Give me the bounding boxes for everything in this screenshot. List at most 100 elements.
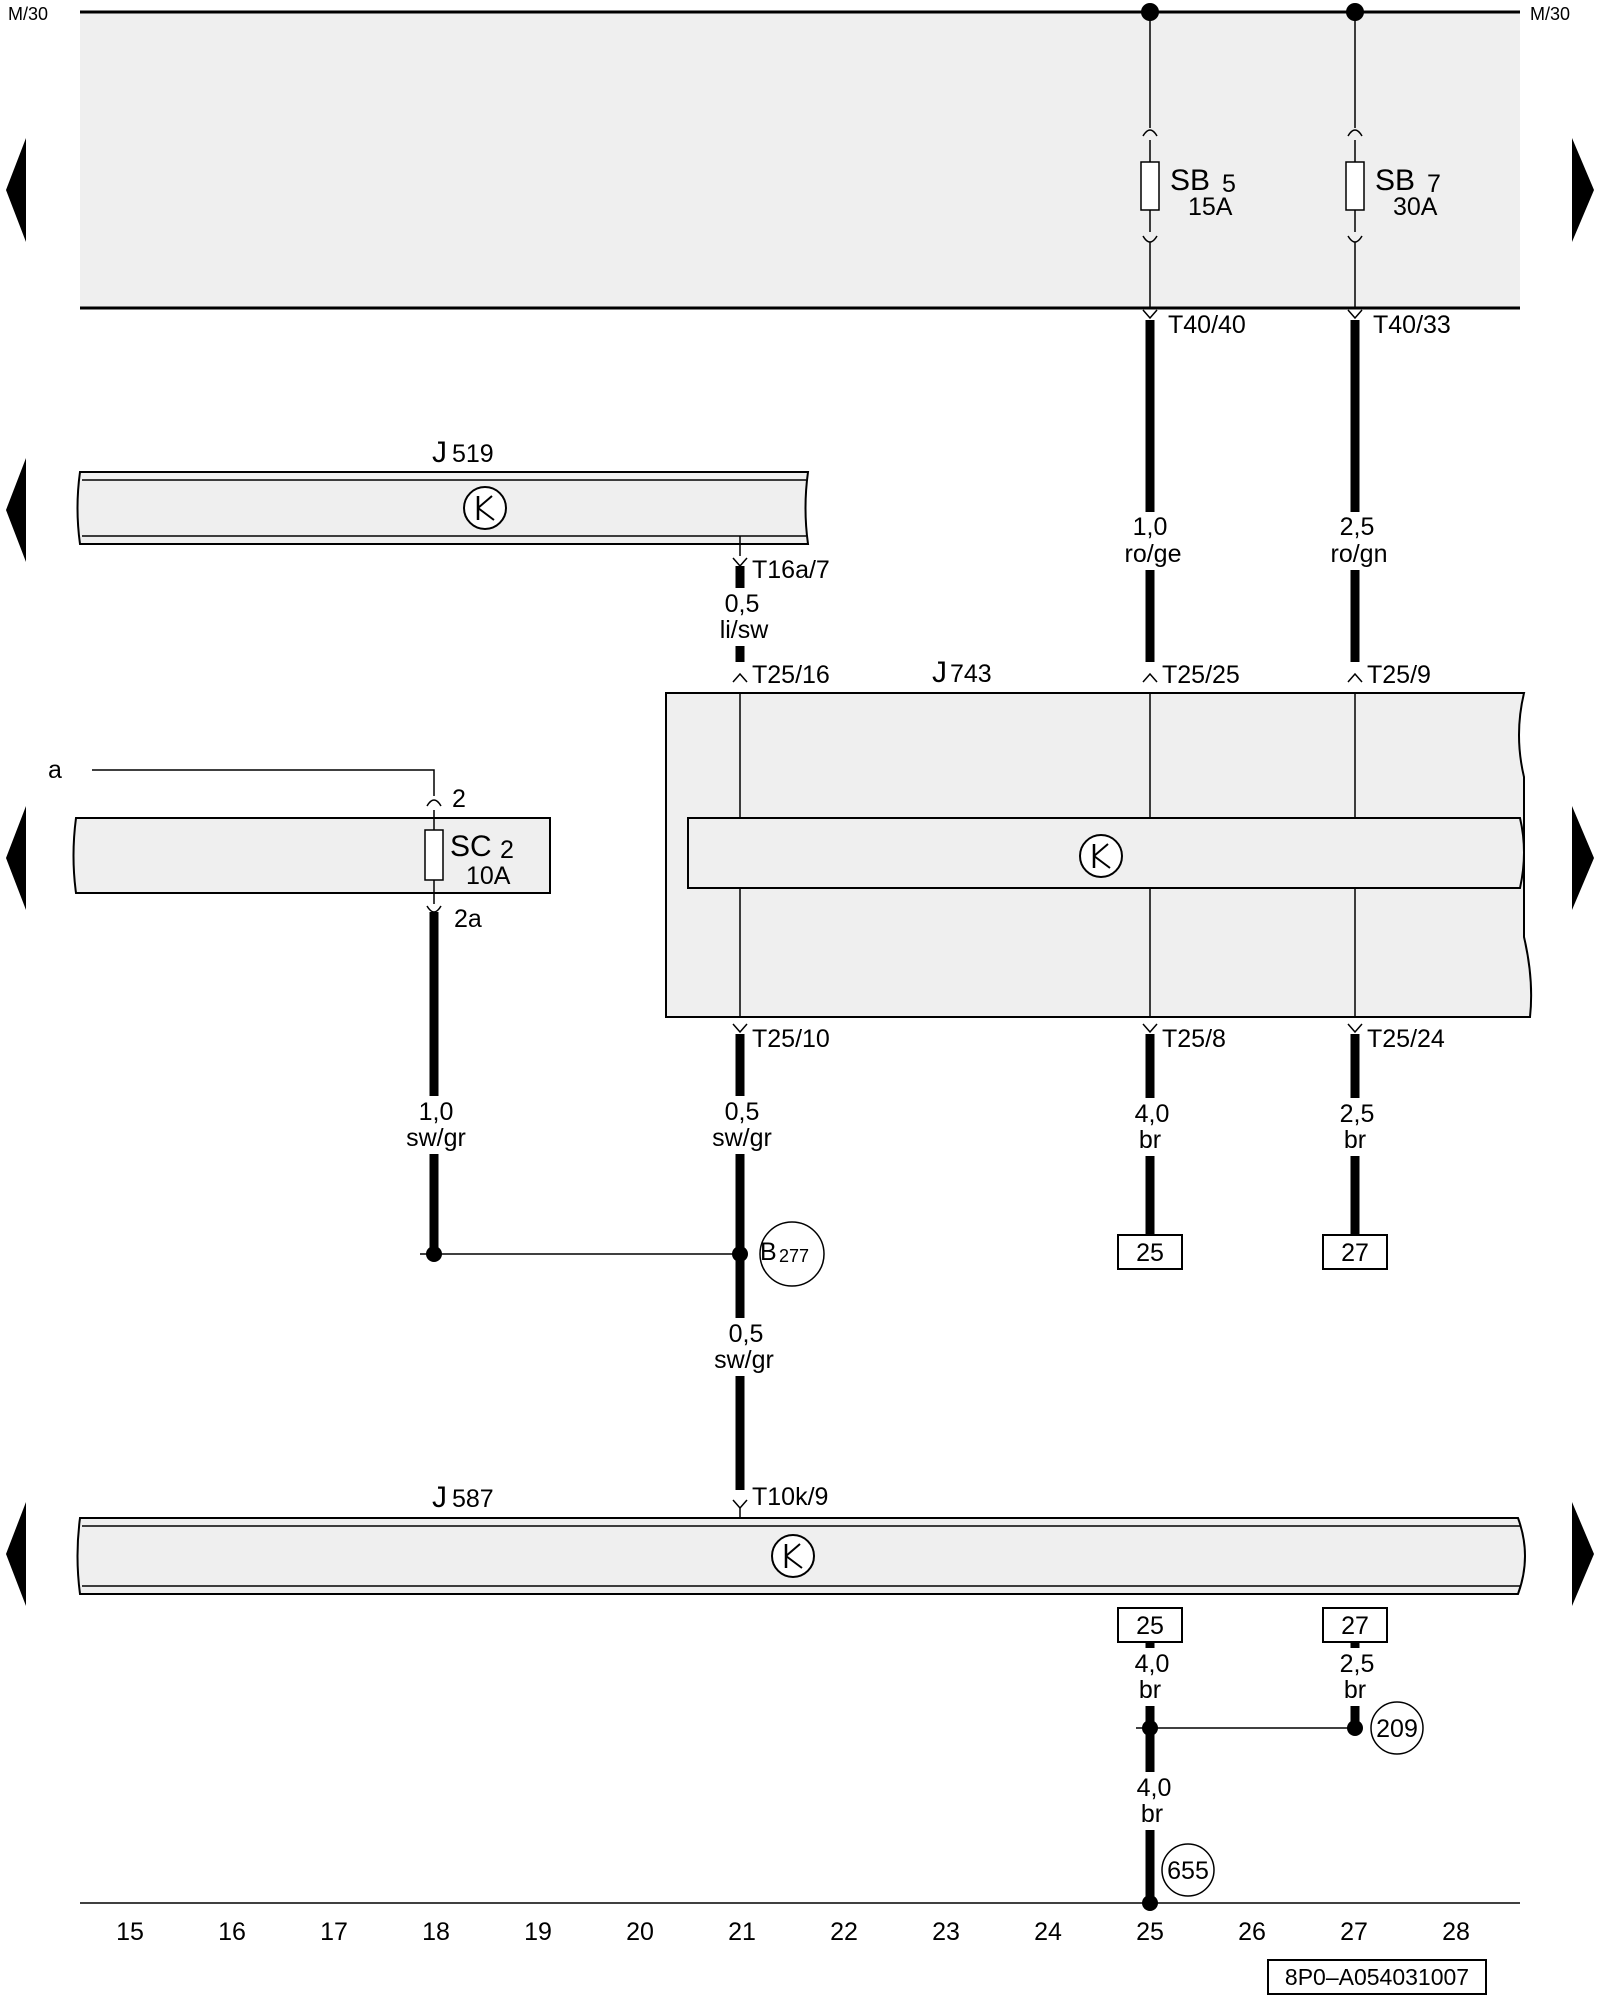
- connector-t25-8: T25/8: [1162, 1025, 1226, 1053]
- fuse-sb7-body: [1345, 161, 1365, 211]
- connector-arrow-t25-16: [732, 672, 748, 683]
- connector-arrow-t40-40: [1142, 309, 1158, 320]
- connector-arrow-t10k-9: [732, 1499, 748, 1510]
- splice-209-circle: [1370, 1701, 1424, 1755]
- wire-br-27-ground-size: 2,5: [1340, 1650, 1375, 1678]
- splice-209-number: 209: [1376, 1715, 1418, 1743]
- track-number: 18: [422, 1918, 450, 1946]
- wire-sw-gr-j587-color: sw/gr: [714, 1346, 774, 1374]
- component-j519-number: 519: [452, 440, 494, 468]
- track-number: 22: [830, 1918, 858, 1946]
- wire-br-main-ground-color: br: [1141, 1800, 1163, 1828]
- connector-arrow-t25-24: [1347, 1023, 1363, 1034]
- nav-right-arrow[interactable]: [1572, 806, 1594, 910]
- fuse-sc2-rating: 10A: [466, 862, 511, 890]
- connector-t40-33: T40/33: [1373, 311, 1451, 339]
- track-number: 17: [320, 1918, 348, 1946]
- reference-25-bottom: 25: [1136, 1612, 1164, 1640]
- fuse-sb7-name: SB: [1375, 164, 1415, 197]
- connector-t16a-7: T16a/7: [752, 556, 830, 584]
- wire-li-sw-color: li/sw: [720, 616, 770, 644]
- track-number: 21: [728, 1918, 756, 1946]
- wire-a: [92, 769, 435, 796]
- nav-right-arrow[interactable]: [1572, 138, 1594, 242]
- fuse-sc2-number: 2: [500, 836, 514, 864]
- wire-ro-ge-size: 1,0: [1133, 513, 1168, 541]
- wire-sw-gr-j587-size: 0,5: [729, 1320, 764, 1348]
- wire-br-25-ground-size: 4,0: [1135, 1650, 1170, 1678]
- connector-t25-24: T25/24: [1367, 1025, 1445, 1053]
- track-number: 23: [932, 1918, 960, 1946]
- track-number: 28: [1442, 1918, 1470, 1946]
- wire-br-27-color: br: [1344, 1126, 1366, 1154]
- nav-left-arrow[interactable]: [6, 138, 26, 242]
- connector-arrow-t25-10: [732, 1023, 748, 1034]
- ground-point-655-circle: [1161, 1843, 1215, 1897]
- track-number: 24: [1034, 1918, 1062, 1946]
- fuse-panel: [80, 12, 1520, 308]
- reference-27-bottom: 27: [1341, 1612, 1369, 1640]
- wire-sw-gr-j743-size: 0,5: [725, 1098, 760, 1126]
- fuse-sb5-rating: 15A: [1188, 193, 1233, 221]
- connector-t25-9: T25/9: [1367, 661, 1431, 689]
- wire-br-25-size: 4,0: [1135, 1100, 1170, 1128]
- wire-ro-gn-size: 2,5: [1340, 513, 1375, 541]
- connector-t25-10: T25/10: [752, 1025, 830, 1053]
- wire-sw-gr-j743-color: sw/gr: [712, 1124, 772, 1152]
- nav-left-arrow[interactable]: [6, 458, 26, 562]
- fuse-sb5: SB 5 15A: [1140, 12, 1236, 308]
- diagram-code-box: [1267, 1959, 1487, 1995]
- node-sc2: [426, 1246, 442, 1262]
- nav-left-arrow[interactable]: [6, 806, 26, 910]
- nav-right-arrow[interactable]: [1572, 1502, 1594, 1606]
- node-209: [1347, 1720, 1363, 1736]
- wire-br-25-ground-color: br: [1139, 1676, 1161, 1704]
- connector-t25-16: T25/16: [752, 661, 830, 689]
- connector-arrow-t25-8: [1142, 1023, 1158, 1034]
- reference-25-top: 25: [1136, 1239, 1164, 1267]
- rail-left-label: M/30: [8, 4, 48, 24]
- control-unit-icon: [463, 486, 507, 530]
- label-a: a: [48, 756, 62, 784]
- node-b277: [732, 1246, 748, 1262]
- reference-27-top: 27: [1341, 1239, 1369, 1267]
- ground-point-655-number: 655: [1167, 1857, 1209, 1885]
- track-number: 26: [1238, 1918, 1266, 1946]
- diagram-code: 8P0–A054031007: [1285, 1964, 1469, 1990]
- splice-b277-circle: [759, 1221, 825, 1287]
- component-j587-number: 587: [452, 1485, 494, 1513]
- connector-arrow-t16a-7: [732, 557, 748, 568]
- wire-br-main-ground-size: 4,0: [1137, 1774, 1172, 1802]
- track-number: 16: [218, 1918, 246, 1946]
- wire-li-sw-size: 0,5: [725, 590, 760, 618]
- track-numbers: 15 16 17 18 19 20 21 22 23 24 25 26 27 2…: [116, 1918, 1470, 1946]
- control-unit-icon: [771, 1534, 815, 1578]
- connector-t25-25: T25/25: [1162, 661, 1240, 689]
- wire-ro-ge-color: ro/ge: [1125, 540, 1182, 568]
- fuse-sc2-out-pin: 2a: [454, 905, 482, 933]
- track-number: 19: [524, 1918, 552, 1946]
- fuse-sb7-rating: 30A: [1393, 193, 1438, 221]
- component-j743-letter: J: [932, 656, 947, 689]
- rail-right-label: M/30: [1530, 4, 1570, 24]
- fuse-sc2-name: SC: [450, 830, 492, 863]
- connector-t40-40: T40/40: [1168, 311, 1246, 339]
- fuse-sb5-name: SB: [1170, 164, 1210, 197]
- track-number: 25: [1136, 1918, 1164, 1946]
- connector-arrow-t25-25: [1142, 672, 1158, 683]
- reference-box-27-top: [1322, 1234, 1388, 1270]
- control-unit-icon: [1079, 834, 1123, 878]
- splice-b277-letter: B: [760, 1238, 777, 1266]
- track-number: 27: [1340, 1918, 1368, 1946]
- fuse-sb5-body: [1140, 161, 1160, 211]
- splice-b277-number: 277: [779, 1246, 809, 1266]
- wire-ro-gn-color: ro/gn: [1331, 540, 1388, 568]
- track-number: 20: [626, 1918, 654, 1946]
- nav-left-arrow[interactable]: [6, 1502, 26, 1606]
- reference-box-25-top: [1117, 1234, 1183, 1270]
- fuse-sc2-body: [424, 829, 444, 881]
- wire-sw-gr-sc2-color: sw/gr: [406, 1124, 466, 1152]
- component-j519-letter: J: [432, 436, 447, 469]
- track-number: 15: [116, 1918, 144, 1946]
